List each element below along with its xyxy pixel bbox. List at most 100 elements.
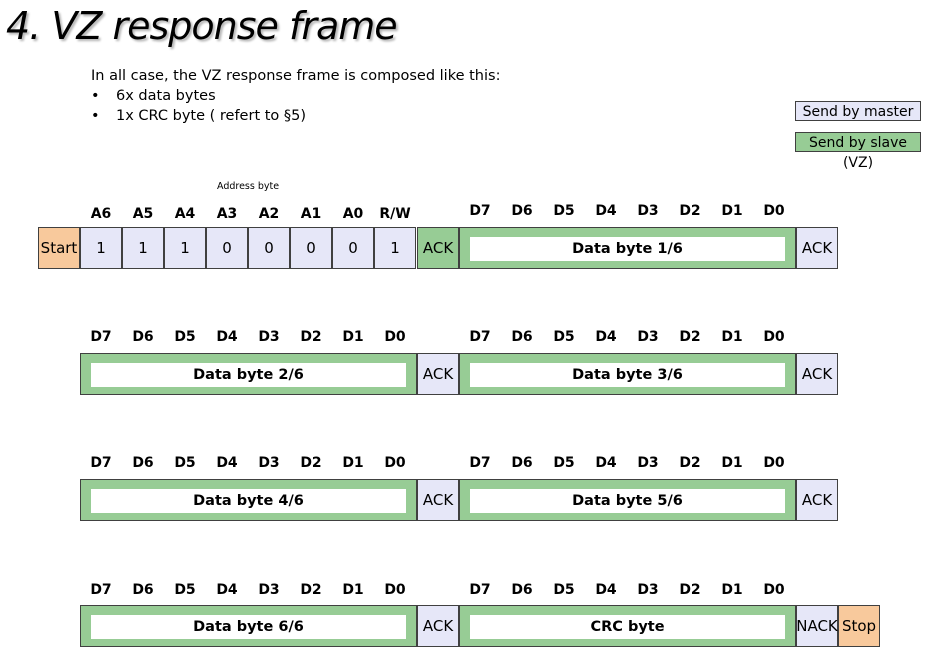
data-bit-label: D3	[258, 329, 280, 345]
data-bit-label: D6	[511, 455, 533, 471]
intro-line: In all case, the VZ response frame is co…	[91, 68, 501, 84]
data-bit-label: D0	[384, 329, 406, 345]
data-bit-label: D1	[342, 329, 364, 345]
data-bit-label: D3	[637, 582, 659, 598]
data-bit-label: D5	[553, 203, 575, 219]
address-bit-label: A4	[174, 206, 196, 222]
intro-text: In all case, the VZ response frame is co…	[91, 66, 500, 126]
data-bit-label: D5	[174, 582, 196, 598]
address-value-cell: 0	[332, 227, 374, 269]
data-bit-label: D1	[342, 455, 364, 471]
data-byte-label: Data byte 3/6	[470, 363, 785, 387]
address-bit-label: A2	[258, 206, 280, 222]
data-bit-label: D4	[216, 582, 238, 598]
data-bit-label: D5	[553, 329, 575, 345]
data-bit-label: D2	[679, 455, 701, 471]
address-value-cell: 1	[80, 227, 122, 269]
data-bit-label: D6	[132, 455, 154, 471]
address-bit-label: R/W	[379, 206, 411, 222]
page-title: 4. VZ response frame	[6, 4, 398, 48]
data-byte-label: Data byte 4/6	[91, 489, 406, 513]
data-bit-label: D2	[300, 329, 322, 345]
data-bit-label: D4	[216, 329, 238, 345]
data-bit-label: D5	[174, 329, 196, 345]
data-bit-label: D5	[174, 455, 196, 471]
data-byte-label: CRC byte	[470, 615, 785, 639]
data-bit-label: D3	[258, 582, 280, 598]
data-bit-label: D7	[469, 455, 491, 471]
address-bit-label: A5	[132, 206, 154, 222]
data-bit-label: D0	[384, 582, 406, 598]
data-bit-label: D2	[300, 455, 322, 471]
data-byte-label: Data byte 1/6	[470, 237, 785, 261]
legend-master: Send by master	[795, 101, 921, 121]
data-byte-label: Data byte 5/6	[470, 489, 785, 513]
address-value-cell: 0	[248, 227, 290, 269]
ack-cell: ACK	[796, 479, 838, 521]
ack-cell: ACK	[796, 227, 838, 269]
data-bit-label: D2	[679, 329, 701, 345]
address-value-cell: 1	[122, 227, 164, 269]
data-bit-label: D1	[721, 455, 743, 471]
ack-cell: ACK	[417, 605, 459, 647]
data-bit-label: D2	[679, 203, 701, 219]
data-bit-label: D6	[511, 582, 533, 598]
data-bit-label: D7	[90, 329, 112, 345]
data-byte-box: Data byte 3/6	[459, 353, 796, 395]
ack-cell: ACK	[417, 227, 459, 269]
data-byte-box: Data byte 4/6	[80, 479, 417, 521]
data-bit-label: D6	[511, 203, 533, 219]
data-bit-label: D3	[637, 455, 659, 471]
data-bit-label: D4	[216, 455, 238, 471]
data-bit-label: D3	[637, 203, 659, 219]
data-bit-label: D1	[342, 582, 364, 598]
stop-cell: Stop	[838, 605, 880, 647]
data-bit-label: D1	[721, 329, 743, 345]
data-bit-label: D6	[511, 329, 533, 345]
ack-cell: ACK	[796, 353, 838, 395]
data-bit-label: D1	[721, 582, 743, 598]
data-bit-label: D0	[763, 329, 785, 345]
data-byte-box: Data byte 5/6	[459, 479, 796, 521]
data-bit-label: D6	[132, 582, 154, 598]
data-bit-label: D7	[469, 329, 491, 345]
data-bit-label: D7	[469, 203, 491, 219]
data-bit-label: D0	[763, 455, 785, 471]
data-bit-label: D4	[595, 203, 617, 219]
address-value-cell: 0	[206, 227, 248, 269]
address-value-cell: 1	[164, 227, 206, 269]
address-value-cell: 1	[374, 227, 416, 269]
start-cell: Start	[38, 227, 80, 269]
data-bit-label: D4	[595, 329, 617, 345]
data-bit-label: D7	[469, 582, 491, 598]
data-bit-label: D0	[384, 455, 406, 471]
address-bit-label: A0	[342, 206, 364, 222]
bullet-item: 1x CRC byte ( refert to §5)	[91, 106, 500, 126]
legend-slave: Send by slave (VZ)	[795, 132, 921, 171]
address-bit-label: A1	[300, 206, 322, 222]
data-byte-label: Data byte 6/6	[91, 615, 406, 639]
bullet-item: 6x data bytes	[91, 86, 500, 106]
data-byte-box: Data byte 6/6	[80, 605, 417, 647]
data-bit-label: D6	[132, 329, 154, 345]
data-byte-box: Data byte 1/6	[459, 227, 796, 269]
data-bit-label: D5	[553, 582, 575, 598]
nack-cell: NACK	[796, 605, 838, 647]
data-bit-label: D0	[763, 203, 785, 219]
data-bit-label: D4	[595, 455, 617, 471]
ack-cell: ACK	[417, 353, 459, 395]
data-bit-label: D5	[553, 455, 575, 471]
data-bit-label: D4	[595, 582, 617, 598]
frame-row: Data byte 4/6 ACK Data byte 5/6 ACK	[0, 479, 933, 521]
data-bit-label: D2	[300, 582, 322, 598]
data-bit-label: D7	[90, 582, 112, 598]
address-bit-label: A3	[216, 206, 238, 222]
data-byte-box: Data byte 2/6	[80, 353, 417, 395]
address-value-cell: 0	[290, 227, 332, 269]
ack-cell: ACK	[417, 479, 459, 521]
data-bit-label: D3	[258, 455, 280, 471]
data-bit-label: D1	[721, 203, 743, 219]
